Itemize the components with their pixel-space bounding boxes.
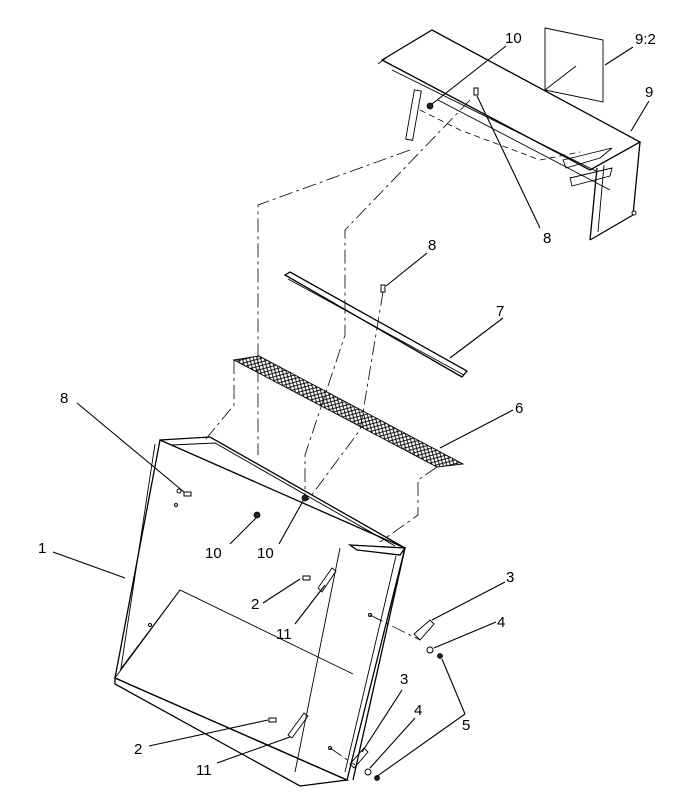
decal-sheet [544,27,604,103]
callout-5: 5 [462,717,470,734]
nut-5-lower [374,775,380,781]
cover-left-bracket [405,89,422,141]
screw-2-lower [268,717,277,723]
nut-5-upper [437,653,443,659]
top-cover-assembly [377,29,642,241]
callout-8-left: 8 [60,390,68,407]
callout-6: 6 [515,400,523,417]
callout-8-mid: 8 [428,237,436,254]
cover-top-panel [380,29,642,171]
screw-8-mid [380,284,386,293]
callout-11-upper: 11 [276,626,292,643]
callout-labels: 10 9:2 9 8 8 7 6 8 10 10 1 2 11 3 4 5 3 … [38,30,656,779]
callout-8-top: 8 [543,230,551,247]
decal [544,27,604,103]
callout-4-upper: 4 [497,614,505,631]
screw-2-upper [302,575,311,581]
screw-8-left [183,491,192,497]
washer-4-upper [426,646,434,654]
callout-2-upper: 2 [251,596,259,613]
assembly-phantom-lines [204,99,471,766]
latch-3-upper [413,619,435,641]
main-housing [114,436,407,787]
callout-11-lower: 11 [196,762,212,779]
callout-4-lower: 4 [414,702,422,719]
callout-9-2: 9:2 [635,31,656,48]
callout-1: 1 [38,540,46,557]
screen-mesh [232,355,465,468]
hardware [183,87,479,781]
callout-10-top: 10 [505,30,522,47]
housing-back-panel [114,439,406,781]
callout-3-upper: 3 [506,569,514,586]
callout-7: 7 [496,303,504,320]
callout-2-lower: 2 [134,741,142,758]
nut-10-left [253,511,261,519]
callout-10-left: 10 [205,545,222,562]
nut-10-top [426,102,434,110]
screw-8-top [473,87,479,96]
callout-3-lower: 3 [400,671,408,688]
callout-9: 9 [645,84,653,101]
callout-10-right: 10 [257,545,274,562]
retainer-strip [283,271,469,378]
latch-3-lower [349,747,369,769]
washer-4-lower [364,768,372,776]
leader-lines [52,45,650,778]
nut-10-right [301,494,309,502]
clip-11-lower [287,712,309,739]
